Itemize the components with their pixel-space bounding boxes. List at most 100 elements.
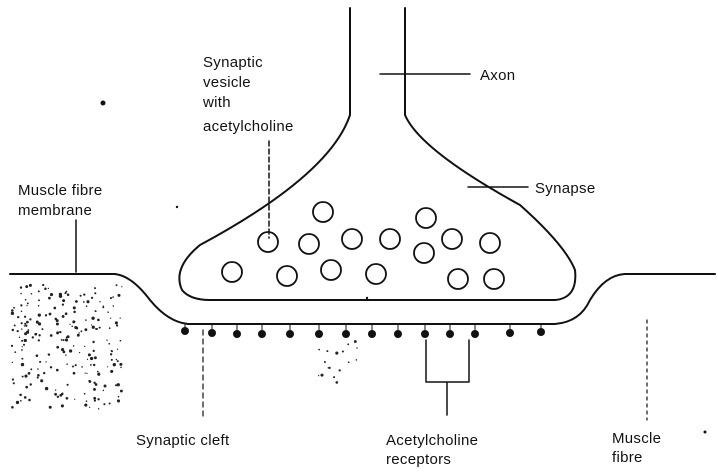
texture-speck	[75, 300, 78, 303]
texture-speck	[74, 326, 77, 329]
texture-speck	[84, 393, 86, 395]
texture-speck	[25, 299, 27, 301]
texture-speck	[320, 374, 323, 377]
texture-speck	[120, 340, 122, 342]
synaptic-vesicle	[414, 243, 434, 263]
texture-speck	[36, 322, 38, 324]
muscle-fibre-texture	[11, 284, 358, 410]
texture-speck	[326, 350, 328, 352]
texture-speck	[93, 350, 95, 352]
texture-speck	[20, 304, 22, 306]
texture-speck	[36, 333, 37, 334]
texture-speck	[20, 400, 22, 402]
texture-speck	[59, 293, 62, 296]
texture-speck	[37, 368, 39, 370]
texture-speck	[93, 397, 96, 400]
texture-speck	[67, 335, 70, 338]
texture-speck	[12, 378, 14, 380]
label-synapse: Synapse	[535, 180, 595, 197]
texture-speck	[39, 361, 41, 363]
texture-speck	[69, 349, 72, 352]
receptors-bracket	[426, 340, 469, 415]
texture-speck	[13, 307, 15, 309]
texture-speck	[38, 313, 41, 316]
texture-speck	[26, 305, 27, 306]
texture-speck	[120, 317, 121, 318]
texture-speck	[115, 321, 118, 324]
texture-speck	[117, 349, 118, 350]
receptor-dot	[315, 330, 323, 338]
synaptic-vesicle	[277, 266, 297, 286]
texture-speck	[49, 406, 52, 409]
texture-speck	[81, 366, 83, 368]
label-vesicle-line4: acetylcholine	[203, 118, 294, 135]
texture-speck	[74, 321, 76, 323]
texture-speck	[12, 362, 13, 363]
texture-speck	[73, 311, 76, 314]
receptor-dot	[394, 330, 402, 338]
texture-speck	[56, 323, 59, 326]
label-vesicle-line1: Synaptic	[203, 54, 263, 71]
receptor-dot	[286, 330, 294, 338]
receptor-stems	[185, 324, 541, 331]
label-membrane-line1: Muscle fibre	[18, 182, 102, 199]
texture-speck	[80, 295, 82, 297]
texture-speck	[90, 357, 93, 360]
texture-speck	[339, 369, 341, 371]
texture-speck	[65, 354, 66, 355]
texture-speck	[45, 387, 48, 390]
texture-speck	[93, 364, 95, 366]
texture-speck	[57, 396, 59, 398]
texture-speck	[88, 380, 91, 383]
receptor-dot	[342, 330, 350, 338]
texture-speck	[318, 375, 319, 376]
texture-speck	[120, 367, 122, 369]
acetylcholine-receptors	[181, 327, 545, 338]
receptor-dot	[208, 329, 216, 337]
texture-speck	[97, 398, 99, 400]
texture-speck	[107, 366, 108, 367]
texture-speck	[31, 293, 33, 295]
texture-speck	[92, 326, 95, 329]
texture-speck	[56, 346, 59, 349]
texture-speck	[121, 286, 122, 287]
synaptic-vesicle	[258, 232, 278, 252]
texture-speck	[95, 383, 98, 386]
texture-speck	[29, 318, 31, 320]
texture-speck	[99, 327, 101, 329]
texture-speck	[28, 399, 31, 402]
stray-dot	[176, 206, 178, 208]
synaptic-vesicle	[380, 229, 400, 249]
synaptic-vesicle	[313, 202, 333, 222]
texture-speck	[21, 322, 23, 324]
texture-speck	[49, 313, 52, 316]
texture-speck	[38, 299, 40, 301]
texture-speck	[83, 293, 85, 295]
texture-speck	[41, 328, 43, 330]
texture-speck	[11, 312, 14, 315]
texture-speck	[38, 290, 40, 292]
texture-speck	[67, 294, 70, 297]
texture-speck	[38, 322, 41, 325]
texture-speck	[40, 379, 43, 382]
texture-speck	[66, 339, 68, 341]
texture-speck	[23, 344, 25, 346]
texture-speck	[342, 350, 344, 352]
texture-speck	[84, 404, 87, 407]
label-fibre-line1: Muscle	[612, 430, 661, 447]
texture-speck	[67, 384, 69, 386]
texture-speck	[84, 328, 87, 331]
texture-speck	[75, 364, 77, 366]
texture-speck	[90, 364, 92, 366]
texture-speck	[94, 292, 96, 294]
receptor-dot	[233, 330, 241, 338]
synaptic-vesicle	[448, 269, 468, 289]
texture-speck	[11, 345, 13, 347]
texture-speck	[93, 388, 96, 391]
texture-speck	[86, 400, 88, 402]
texture-speck	[22, 376, 24, 378]
texture-speck	[62, 392, 63, 393]
texture-speck	[91, 317, 94, 320]
texture-speck	[97, 371, 99, 373]
